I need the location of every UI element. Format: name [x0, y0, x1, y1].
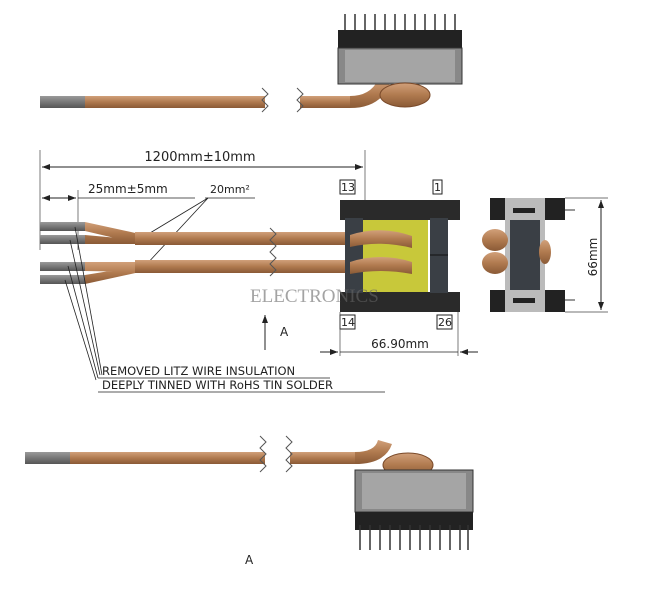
- pin-label-1: 1: [434, 181, 441, 194]
- note-line-1: REMOVED LITZ WIRE INSULATION: [102, 364, 295, 378]
- bottom-view: A: [25, 435, 474, 567]
- tinned-end: [40, 262, 85, 271]
- pin-label-14: 14: [341, 316, 355, 329]
- tinned-end: [40, 275, 85, 284]
- top-view: [40, 14, 463, 113]
- transformer-front-view: [340, 200, 460, 312]
- litz-wire: [85, 96, 265, 108]
- view-arrow-label: A: [280, 325, 289, 339]
- strip-length-label: 25mm±5mm: [88, 182, 168, 196]
- pin-label-13: 13: [341, 181, 355, 194]
- cross-section-label: 20mm²: [210, 183, 250, 196]
- pin-label-26: 26: [438, 316, 452, 329]
- transformer-side-view: [482, 198, 575, 312]
- height-label: 66mm: [586, 238, 600, 277]
- tinned-end: [25, 452, 70, 464]
- total-length-label: 1200mm±10mm: [144, 150, 255, 165]
- tinned-end: [40, 235, 85, 244]
- view-label-bottom: A: [245, 553, 254, 567]
- front-view: 1200mm±10mm 25mm±5mm 20mm² REMOVED LITZ …: [39, 150, 608, 393]
- wire-bundle: [40, 222, 350, 284]
- width-label: 66.90mm: [371, 337, 429, 351]
- transformer-bottom-view: [354, 452, 474, 550]
- watermark-text: ELECTRONICS: [250, 286, 379, 307]
- tinned-end: [40, 96, 85, 108]
- tinned-end: [40, 222, 85, 231]
- transformer-top-view: [337, 14, 463, 108]
- note-line-2: DEEPLY TINNED WITH RoHS TIN SOLDER: [102, 378, 333, 392]
